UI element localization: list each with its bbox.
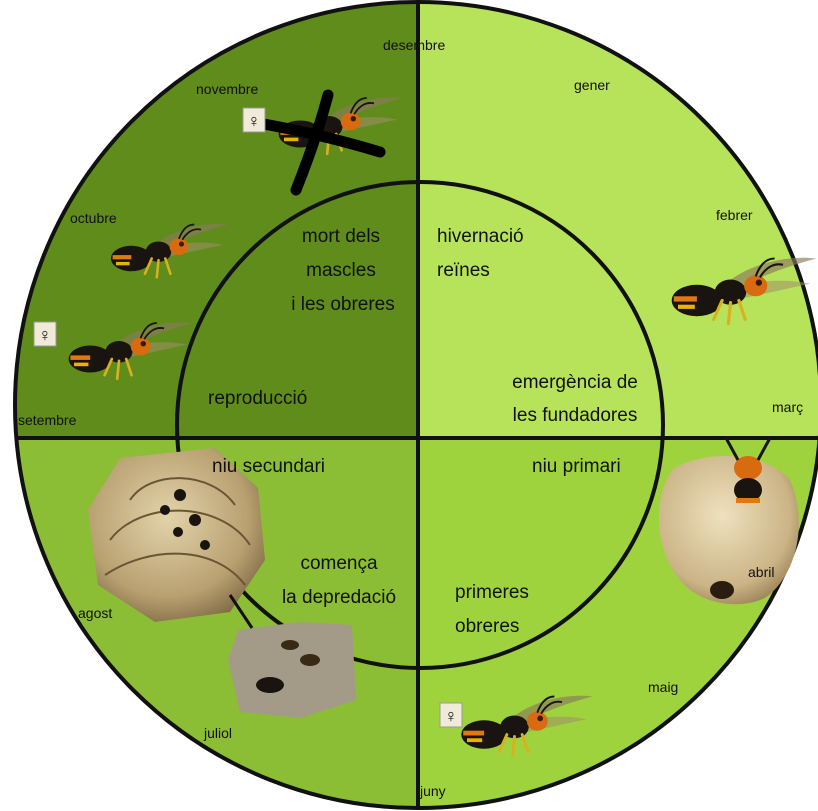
month-label-juny: juny [419, 783, 446, 799]
phase-niu-primari: niu primari [532, 456, 621, 477]
month-label-febrer: febrer [716, 207, 753, 223]
predation-photo-icon [228, 622, 356, 718]
month-label-abril: abril [748, 564, 774, 580]
phase-reproduccio: reproducció [208, 388, 307, 409]
month-label-gener: gener [574, 77, 610, 93]
phase-hivernacio-line-2: reïnes [437, 260, 490, 281]
female-symbol-icon-november: ♀ [243, 108, 265, 132]
phase-emergencia-line-1: emergència de [512, 372, 638, 393]
month-label-agost: agost [78, 605, 112, 621]
svg-text:♀: ♀ [444, 706, 458, 726]
phase-mort-line-3: i les obreres [291, 294, 395, 315]
phase-mort-line-1: mort dels [302, 226, 380, 247]
phase-depredacio-line-1: comença [300, 553, 378, 574]
month-label-juliol: juliol [203, 725, 232, 741]
month-label-setembre: setembre [18, 412, 77, 428]
month-label-novembre: novembre [196, 81, 258, 97]
phase-niu-secundari: niu secundari [212, 456, 325, 477]
month-label-octubre: octubre [70, 210, 117, 226]
month-label-marc: març [772, 399, 803, 415]
female-symbol-icon-june: ♀ [440, 703, 462, 727]
svg-text:♀: ♀ [247, 111, 261, 131]
phase-obreres-line-2: obreres [455, 616, 519, 637]
phase-mort-line-2: mascles [306, 260, 376, 281]
phase-emergencia-line-2: les fundadores [513, 405, 638, 426]
month-label-desembre: desembre [383, 37, 445, 53]
phase-hivernacio-line-1: hivernació [437, 226, 524, 247]
svg-text:♀: ♀ [38, 325, 52, 345]
phase-obreres-line-1: primeres [455, 582, 529, 603]
female-symbol-icon-september: ♀ [34, 322, 56, 346]
month-label-maig: maig [648, 679, 678, 695]
phase-depredacio-line-2: la depredació [282, 587, 396, 608]
